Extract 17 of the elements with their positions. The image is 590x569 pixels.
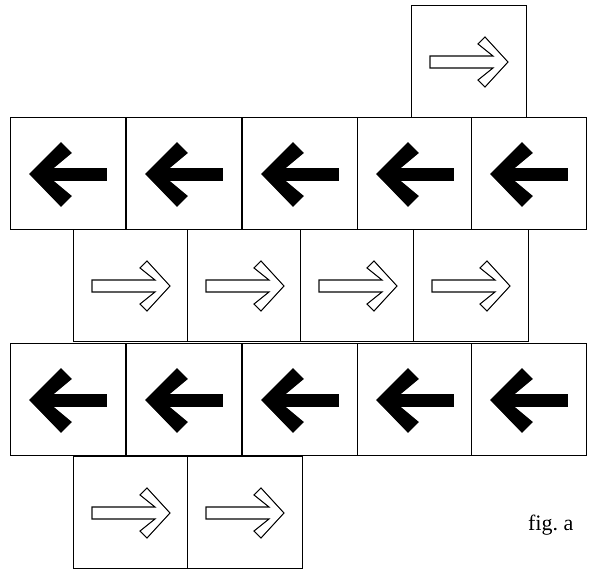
arrow-tile — [411, 5, 527, 118]
arrow-tile — [73, 456, 189, 569]
arrow-tile — [471, 117, 587, 230]
arrow-tile — [357, 343, 473, 456]
arrow-tile — [187, 229, 303, 342]
arrow-tile — [242, 117, 358, 230]
arrow-tile — [73, 229, 189, 342]
arrow-tile — [126, 117, 242, 230]
arrow-tile — [242, 343, 358, 456]
arrow-tile — [187, 456, 303, 569]
arrow-tile — [300, 229, 416, 342]
arrow-tile — [10, 343, 126, 456]
arrow-tile — [10, 117, 126, 230]
arrow-tile — [126, 343, 242, 456]
figure-caption: fig. a — [528, 509, 574, 537]
arrow-tile — [413, 229, 529, 342]
arrow-tile — [471, 343, 587, 456]
